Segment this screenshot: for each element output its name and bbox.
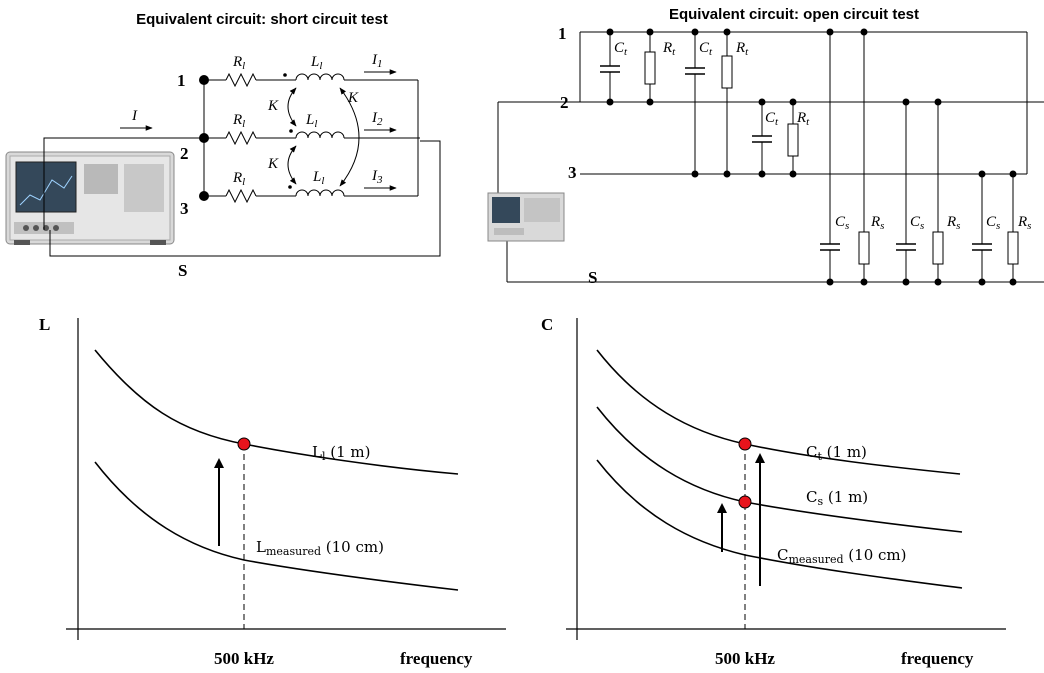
svg-text:Rs: Rs [870, 214, 884, 232]
marker-c-t [738, 437, 752, 451]
coupling-k-1: K [267, 98, 279, 114]
svg-text:Rs: Rs [946, 214, 960, 232]
svg-text:Cs: Cs [910, 214, 924, 232]
rt-1-2 [644, 28, 656, 106]
svg-text:Ct: Ct [614, 40, 628, 58]
short-circuit-diagram: Equivalent circuit: short circuit test 1… [5, 11, 441, 280]
c-tick-500khz: 500 kHz [715, 649, 775, 668]
svg-text:Ct: Ct [765, 110, 779, 128]
oc-node-1-label: 1 [558, 24, 567, 43]
cs-rs-1 [820, 28, 870, 286]
svg-text:Rl: Rl [232, 54, 245, 72]
short-circuit-title: Equivalent circuit: short circuit test [136, 11, 388, 28]
svg-text:Ct: Ct [699, 40, 713, 58]
rt-2-3 [787, 98, 799, 178]
source-current-label: I [131, 108, 138, 124]
shield-label-short: S [178, 261, 187, 280]
svg-text:Rl: Rl [232, 112, 245, 130]
svg-text:I3: I3 [371, 168, 383, 186]
impedance-analyzer-icon [5, 151, 175, 245]
open-circuit-diagram: Equivalent circuit: open circuit test 1 … [487, 6, 1044, 287]
capacitance-plot: C 500 kHz frequency Ct (1 m) Cs (1 m) Cm… [541, 315, 1006, 668]
c-axis-label: C [541, 315, 553, 334]
coupling-k-2: K [267, 156, 279, 172]
branch-2 [204, 129, 420, 146]
oc-node-2-label: 2 [560, 93, 569, 112]
l-axis-label: L [39, 315, 50, 334]
coupling-k-3: K [347, 90, 359, 106]
oc-node-3-label: 3 [568, 163, 577, 182]
svg-text:Cs: Cs [835, 214, 849, 232]
shield-label-open: S [588, 268, 597, 287]
impedance-analyzer-icon-small [487, 192, 565, 242]
svg-text:Rl: Rl [232, 170, 245, 188]
rt-1-3 [721, 28, 733, 178]
svg-text:I1: I1 [371, 52, 383, 70]
svg-text:Rt: Rt [662, 40, 676, 58]
branch-1 [204, 72, 418, 88]
l-tick-500khz: 500 kHz [214, 649, 274, 668]
svg-text:Ll: Ll [312, 169, 324, 187]
branch-3 [204, 185, 418, 204]
c-x-axis-label: frequency [901, 649, 974, 668]
open-circuit-title: Equivalent circuit: open circuit test [669, 6, 919, 23]
label-l-measured: Lmeasured (10 cm) [256, 538, 384, 558]
l-x-axis-label: frequency [400, 649, 473, 668]
svg-text:Cs: Cs [986, 214, 1000, 232]
curve-l-measured [94, 461, 459, 591]
label-c-s: Cs (1 m) [806, 488, 868, 508]
inductance-plot: L 500 kHz frequency Ll (1 m) Lmeasured (… [39, 315, 506, 668]
ct-1-2 [600, 28, 620, 106]
label-c-measured: Cmeasured (10 cm) [777, 546, 906, 566]
curve-c-t [596, 349, 961, 475]
curve-l-1m [94, 349, 459, 475]
node-3-label: 3 [180, 199, 189, 218]
marker-l-500khz [237, 437, 251, 451]
marker-c-s [738, 495, 752, 509]
node-2-label: 2 [180, 144, 189, 163]
ct-2-3 [752, 98, 772, 178]
svg-text:Rt: Rt [735, 40, 749, 58]
svg-text:Rt: Rt [796, 110, 810, 128]
cs-rs-3 [972, 170, 1019, 286]
cs-rs-2 [896, 98, 944, 286]
svg-text:I2: I2 [371, 110, 383, 128]
svg-text:Rs: Rs [1017, 214, 1031, 232]
curve-c-measured [596, 459, 963, 589]
node-1-label: 1 [177, 71, 186, 90]
ct-1-3 [685, 28, 705, 178]
svg-text:Ll: Ll [305, 112, 317, 130]
svg-text:Ll: Ll [310, 54, 322, 72]
label-c-t: Ct (1 m) [806, 443, 867, 463]
label-l-1m: Ll (1 m) [312, 443, 371, 463]
